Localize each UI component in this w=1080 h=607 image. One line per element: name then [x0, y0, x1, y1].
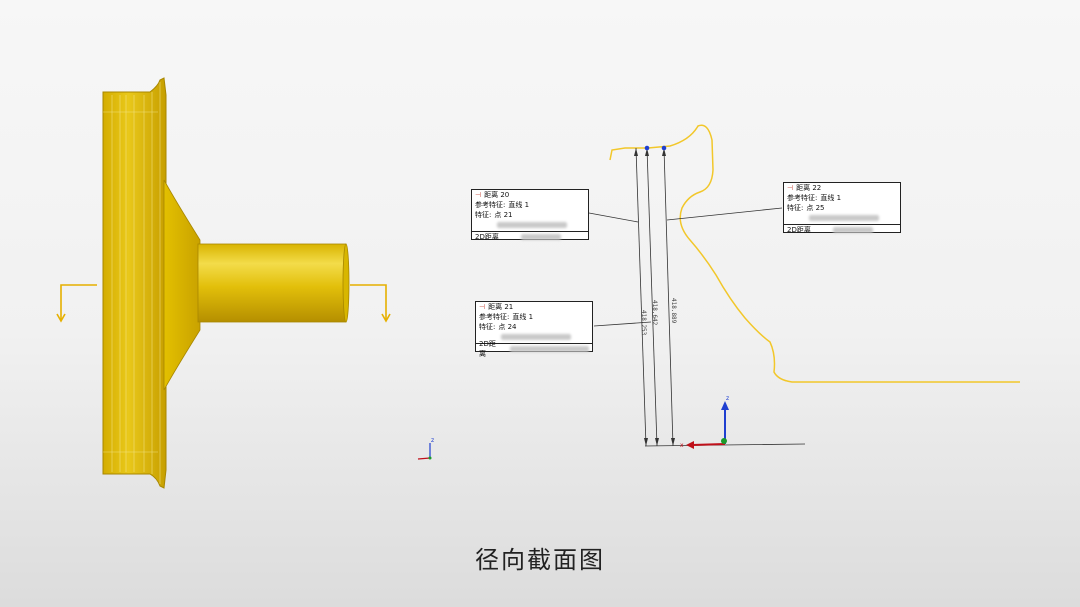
feature-value: 点 24 — [498, 323, 517, 331]
callout-leaders — [588, 207, 783, 327]
axis-label-z: z — [726, 395, 729, 402]
3d-part-model[interactable] — [102, 77, 350, 489]
axis-label-z-small: z — [431, 437, 434, 444]
ref-label: 参考特征: — [479, 313, 510, 321]
measure-points[interactable] — [644, 145, 667, 151]
feature-label: 特征: — [479, 323, 496, 331]
blurred-value — [497, 222, 567, 228]
callout-title: 距离 22 — [796, 184, 822, 192]
callout-distance-20[interactable]: ⊣距离 20 参考特征:直线 1 特征:点 21 2D距离 — [471, 189, 589, 241]
callout-footer: 2D距离 — [787, 226, 811, 234]
feature-label: 特征: — [475, 211, 492, 219]
ref-value: 直线 1 — [508, 201, 530, 209]
blurred-value — [832, 227, 873, 233]
axis-triad-small: z — [417, 437, 434, 460]
ref-value: 直线 1 — [512, 313, 534, 321]
feature-value: 点 25 — [806, 204, 825, 212]
feature-value: 点 21 — [494, 211, 513, 219]
blurred-value — [809, 215, 879, 221]
distance-icon: ⊣ — [479, 303, 486, 311]
flange-body — [102, 77, 167, 489]
slide-caption: 径向截面图 — [475, 546, 605, 574]
callout-distance-21[interactable]: ⊣距离 21 参考特征:直线 1 特征:点 24 2D距离 — [475, 301, 593, 358]
distance-icon: ⊣ — [475, 191, 482, 199]
ref-label: 参考特征: — [787, 194, 818, 202]
axis-triad-main: z x — [680, 395, 729, 449]
hub-fillet — [163, 179, 201, 391]
blurred-value — [520, 234, 561, 240]
flange-detail-lines — [103, 82, 161, 484]
section-arrow-right[interactable] — [350, 284, 391, 323]
shaft — [197, 243, 347, 323]
ref-value: 直线 1 — [820, 194, 842, 202]
blurred-value — [510, 346, 589, 352]
callout-title: 距离 21 — [488, 303, 514, 311]
distance-icon: ⊣ — [787, 184, 794, 192]
section-profile-curve[interactable] — [609, 124, 1020, 383]
callout-distance-22[interactable]: ⊣距离 22 参考特征:直线 1 特征:点 25 2D距离 — [783, 182, 901, 234]
callout-title: 距离 20 — [484, 191, 510, 199]
dimension-lines — [635, 147, 806, 447]
axis-label-x: x — [680, 442, 684, 449]
feature-label: 特征: — [787, 204, 804, 212]
dimension-arrowheads — [634, 148, 675, 446]
shaft-end — [342, 243, 350, 323]
dimension-value-3: 418.889 — [670, 298, 677, 324]
callout-footer: 2D距离 — [479, 340, 496, 358]
blurred-value — [501, 334, 571, 340]
callout-footer: 2D距离 — [475, 233, 499, 241]
section-arrow-left[interactable] — [56, 284, 97, 323]
ref-label: 参考特征: — [475, 201, 506, 209]
dimension-value-2: 418.642 — [651, 300, 658, 326]
